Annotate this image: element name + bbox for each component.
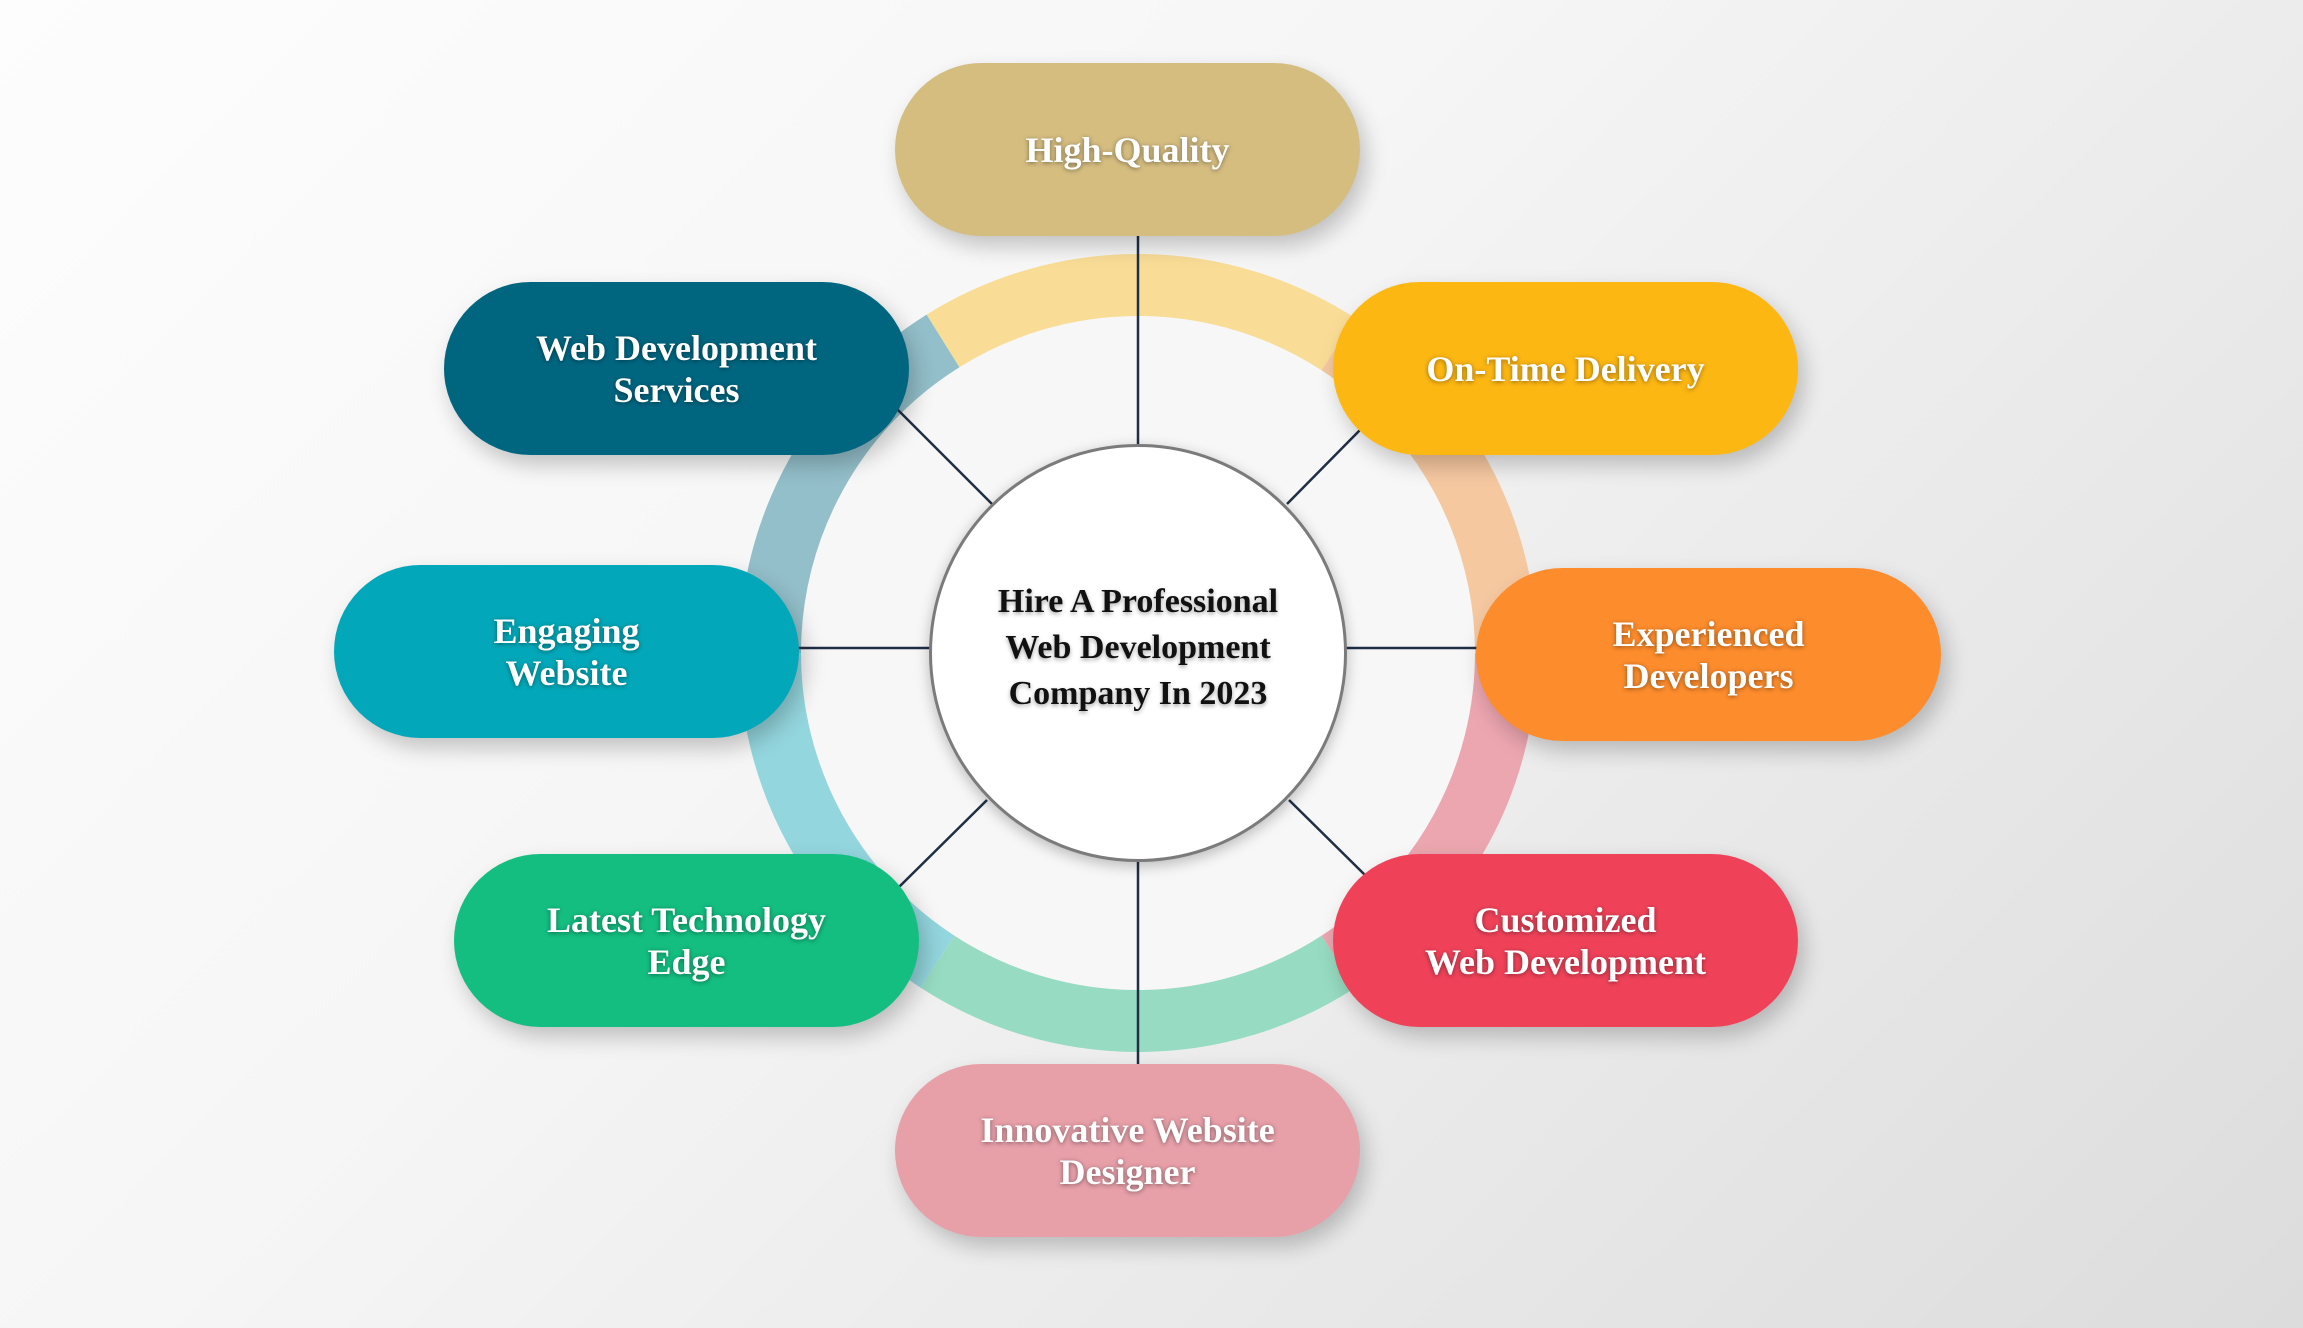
node-web-development-services[interactable]: Web Development Services [444, 282, 909, 455]
center-hub: Hire A Professional Web Development Comp… [929, 444, 1347, 862]
connector-top-left [895, 407, 993, 505]
node-label: Innovative Website Designer [980, 1109, 1275, 1192]
node-experienced-developers[interactable]: Experienced Developers [1476, 568, 1941, 741]
node-label: On-Time Delivery [1426, 348, 1705, 389]
node-label: Latest Technology Edge [546, 899, 827, 982]
node-high-quality[interactable]: High-Quality [895, 63, 1360, 236]
connector-top-right [1286, 429, 1361, 505]
node-label: Web Development Services [536, 327, 817, 410]
node-label: High-Quality [1025, 129, 1230, 170]
node-on-time-delivery[interactable]: On-Time Delivery [1333, 282, 1798, 455]
node-label: Engaging Website [493, 610, 640, 693]
node-customized-web-development[interactable]: Customized Web Development [1333, 854, 1798, 1027]
connector-bottom-left [897, 799, 988, 889]
node-label: Customized Web Development [1425, 899, 1706, 982]
node-innovative-website-designer[interactable]: Innovative Website Designer [895, 1064, 1360, 1237]
node-label: Experienced Developers [1612, 613, 1805, 696]
ring-segment-yellow [926, 253, 1356, 371]
hub-title: Hire A Professional Web Development Comp… [997, 583, 1279, 712]
connector-bottom-right [1288, 799, 1367, 877]
node-latest-technology-edge[interactable]: Latest Technology Edge [454, 854, 919, 1027]
node-engaging-website[interactable]: Engaging Website [334, 565, 799, 738]
